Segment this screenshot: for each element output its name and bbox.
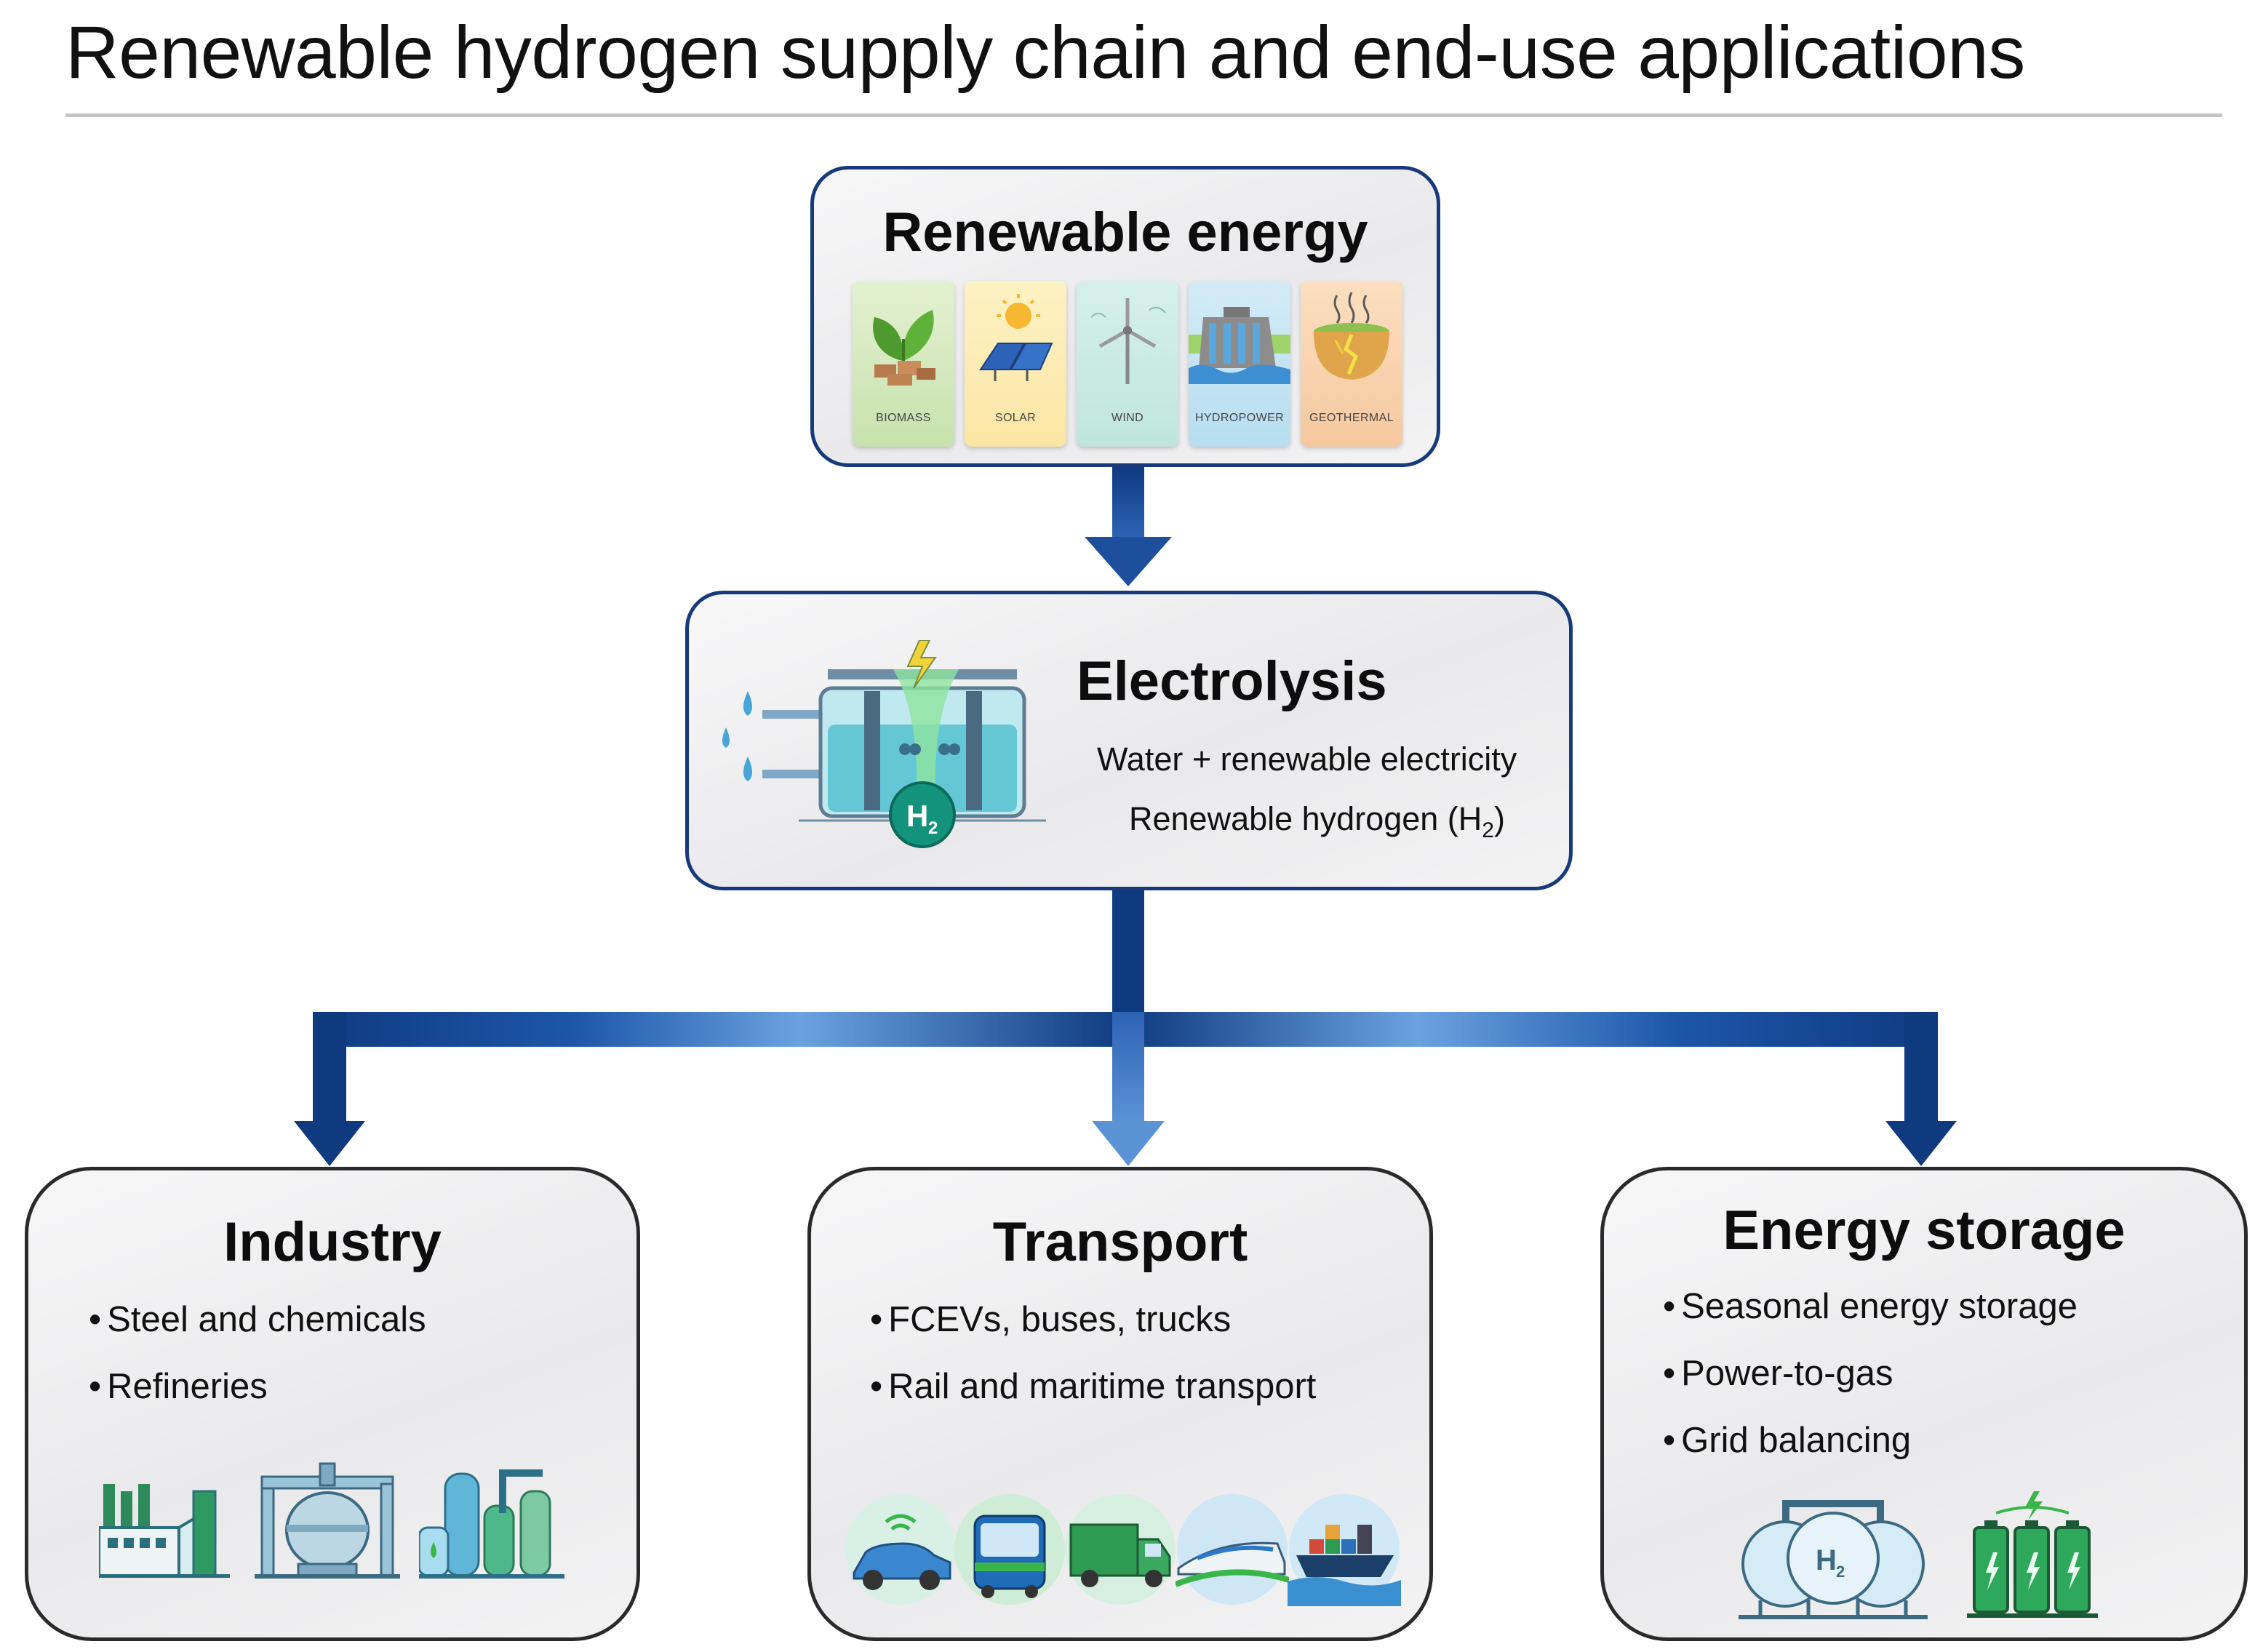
storage-bullet-3: Grid balancing [1663,1420,1911,1461]
title-divider [65,113,2222,117]
chemical-tanks-icon [419,1469,564,1579]
arrow-to-industry [294,1012,365,1166]
storage-bullet-1: Seasonal energy storage [1663,1286,2078,1327]
source-label-wind: WIND [1111,412,1144,424]
storage-bullet-2: Power-to-gas [1663,1353,1893,1394]
train-icon [1176,1494,1289,1605]
electrolysis-input-text: Water + renewable electricity [1097,741,1517,778]
tank-h2-label: H [1816,1544,1837,1576]
solar-icon [979,294,1053,381]
hydropower-dam-icon [1189,307,1290,384]
source-tile-geothermal: GEOTHERMAL [1301,281,1402,447]
source-label-geothermal: GEOTHERMAL [1309,412,1394,424]
transport-bullet-1: FCEVs, buses, trucks [870,1299,1231,1340]
battery-bank-icon [1967,1491,2098,1618]
source-tile-solar: SOLAR [965,281,1066,447]
factory-icon [99,1484,230,1578]
source-label-solar: SOLAR [994,412,1037,424]
electrolyzer-icon: H 2 [722,640,1046,848]
renewable-energy-title: Renewable energy [882,201,1368,263]
wind-turbine-icon [1090,298,1166,384]
electrolysis-title: Electrolysis [1077,650,1387,712]
refinery-reactor-icon [255,1462,400,1579]
h2-badge-text: H [906,799,928,833]
source-tile-hydropower: HYDROPOWER [1189,281,1290,447]
truck-icon [1065,1494,1176,1605]
arrow-renewable-to-electrolysis [1085,467,1172,586]
fcev-car-icon [845,1494,956,1605]
industry-bullet-1: Steel and chemicals [89,1299,426,1340]
energy-storage-title: Energy storage [1723,1200,2126,1261]
arrow-to-storage [1885,1012,1957,1166]
arrow-stem [1112,890,1144,1014]
bus-icon [954,1494,1065,1605]
biomass-icon [873,310,935,386]
source-label-biomass: BIOMASS [876,412,931,424]
page-title: Renewable hydrogen supply chain and end-… [65,11,2025,94]
arrow-to-transport [1092,1012,1165,1166]
industry-bullet-2: Refineries [89,1366,268,1407]
transport-title: Transport [992,1211,1248,1273]
source-tile-biomass: BIOMASS [853,281,954,447]
cargo-ship-icon [1288,1494,1401,1606]
tank-h2-sub: 2 [1836,1563,1845,1581]
source-label-hydropower: HYDROPOWER [1194,412,1285,424]
industry-title: Industry [223,1211,442,1273]
transport-bullet-2: Rail and maritime transport [870,1366,1316,1407]
electrolysis-output-text: Renewable hydrogen (H2) [1129,800,1505,842]
source-tile-wind: WIND [1077,281,1178,447]
h2-badge-sub: 2 [928,818,938,838]
geothermal-icon [1314,292,1389,380]
hydrogen-storage-tanks-icon: H 2 [1739,1500,1928,1619]
